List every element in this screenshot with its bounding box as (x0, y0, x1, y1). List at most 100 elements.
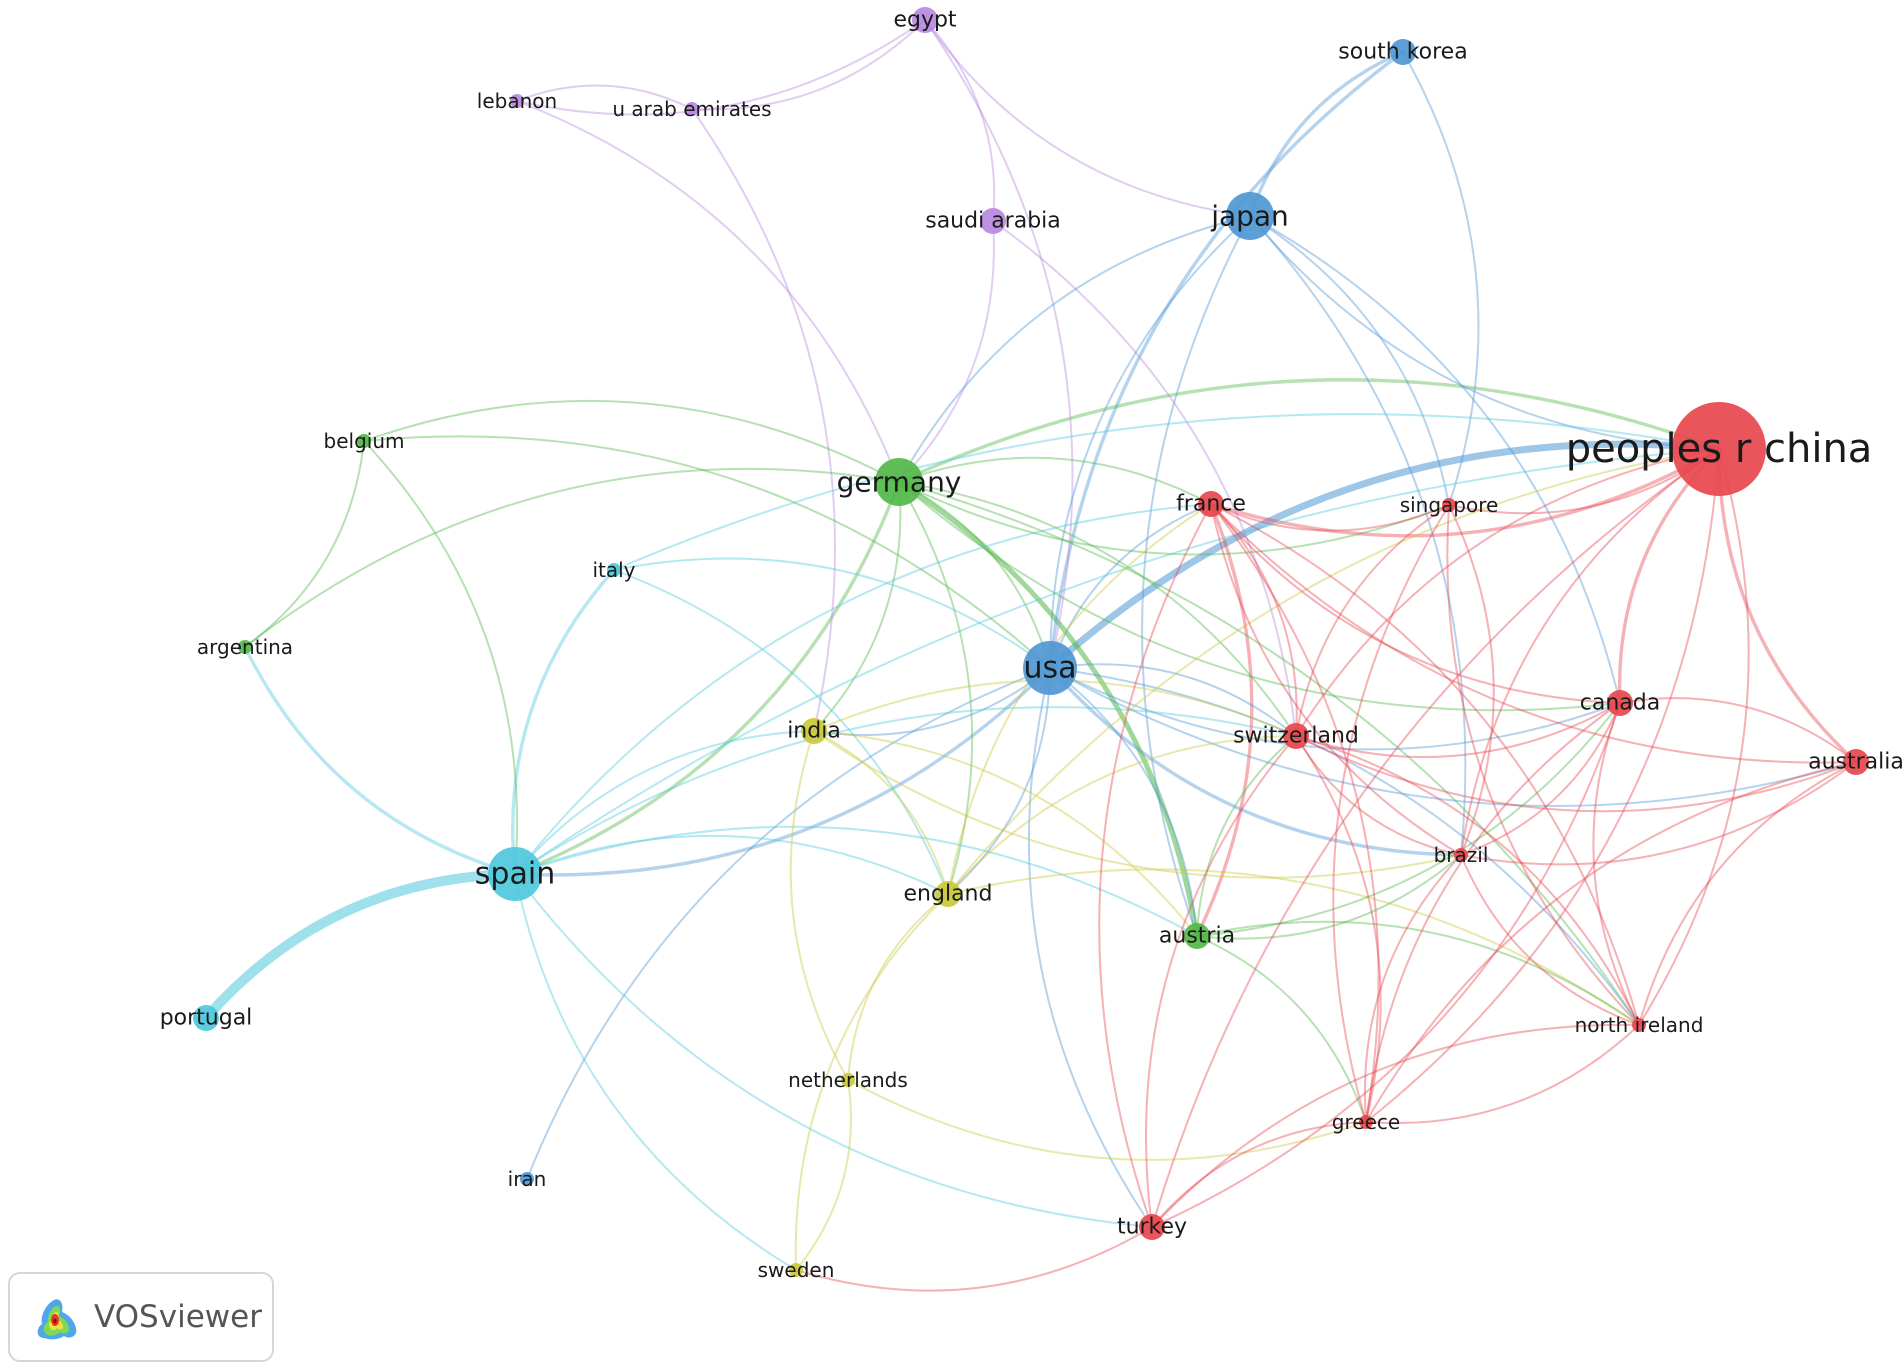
link-usa-australia (1049, 667, 1857, 807)
label-france: france (1176, 492, 1246, 517)
node-north-ireland[interactable] (1632, 1018, 1646, 1032)
node-france[interactable] (1198, 491, 1224, 517)
link-england-netherlands (847, 893, 949, 1081)
link-singapore-greece (1332, 504, 1450, 1123)
node-japan[interactable] (1226, 192, 1274, 240)
link-germany-peoples_r_china (897, 378, 1721, 484)
link-usa-brazil (1048, 666, 1463, 857)
link-france-singapore (1210, 503, 1450, 532)
link-south_korea-singapore (1402, 51, 1480, 506)
node-greece[interactable] (1359, 1115, 1373, 1129)
link-italy-peoples_r_china (613, 413, 1720, 571)
link-belgium-argentina (244, 440, 365, 648)
link-greece-turkey (1151, 1121, 1367, 1228)
vosviewer-badge: VOSviewer (8, 1272, 274, 1362)
link-usa-iran (526, 667, 1051, 1180)
link-belgium-usa (363, 435, 1051, 669)
node-india[interactable] (801, 718, 827, 744)
node-sweden[interactable] (789, 1263, 803, 1277)
link-singapore-brazil (1448, 504, 1495, 856)
node-portugal[interactable] (193, 1005, 219, 1031)
node-netherlands[interactable] (841, 1073, 855, 1087)
label-australia: australia (1808, 750, 1902, 775)
node-singapore[interactable] (1442, 498, 1456, 512)
link-belgium-germany (363, 399, 900, 483)
link-usa-north_ireland (1049, 667, 1640, 1026)
link-germany-spain (513, 480, 901, 876)
node-iran[interactable] (520, 1172, 534, 1186)
link-japan-germany (898, 215, 1251, 483)
link-austria-north_ireland (1196, 920, 1640, 1026)
link-canada-greece (1365, 702, 1621, 1123)
link-austria-brazil (1196, 854, 1462, 940)
link-lebanon-u_arab_emirates (516, 84, 693, 110)
node-brazil[interactable] (1454, 848, 1468, 862)
label-canada: canada (1580, 691, 1660, 716)
node-switzerland[interactable] (1283, 723, 1309, 749)
node-australia[interactable] (1843, 749, 1869, 775)
link-south_korea-usa (1048, 50, 1405, 670)
link-peoples_r_china-brazil (1460, 448, 1720, 856)
link-austria-canada (1196, 702, 1621, 937)
link-brazil-north_ireland (1460, 854, 1640, 1026)
node-lebanon[interactable] (510, 94, 524, 108)
link-north_ireland-greece (1365, 1024, 1640, 1125)
labels-layer: peoples r chinausaspainjapangermanysouth… (160, 8, 1902, 1283)
link-france-austria (1195, 502, 1254, 938)
label-austria: austria (1159, 924, 1235, 949)
link-switzerland-peoples_r_china (1295, 448, 1720, 737)
link-france-greece (1210, 503, 1380, 1123)
node-south-korea[interactable] (1390, 39, 1416, 65)
link-germany-usa (898, 481, 1051, 669)
node-england[interactable] (935, 881, 961, 907)
node-belgium[interactable] (357, 434, 371, 448)
node-peoples-r-china[interactable] (1672, 402, 1766, 496)
label-iran: iran (508, 1167, 547, 1191)
link-switzerland-australia (1295, 735, 1857, 813)
link-netherlands-sweden (795, 1079, 852, 1271)
label-peoples-r-china: peoples r china (1566, 426, 1873, 472)
link-usa-canada (1049, 667, 1621, 751)
link-austria-greece (1196, 935, 1367, 1123)
label-sweden: sweden (758, 1258, 835, 1282)
link-peoples_r_china-north_ireland (1638, 448, 1750, 1026)
node-spain[interactable] (488, 847, 542, 901)
node-austria[interactable] (1184, 923, 1210, 949)
label-singapore: singapore (1400, 493, 1499, 517)
link-germany-england (898, 481, 974, 895)
link-england-switzerland (947, 735, 1297, 895)
link-japan-canada (1249, 215, 1621, 704)
link-switzerland-greece (1295, 735, 1382, 1123)
label-italy: italy (592, 558, 635, 582)
node-saudi-arabia[interactable] (980, 208, 1006, 234)
link-singapore-switzerland (1295, 504, 1450, 737)
link-egypt-usa (924, 19, 1074, 669)
link-switzerland-north_ireland (1295, 735, 1640, 1026)
node-turkey[interactable] (1139, 1214, 1165, 1240)
node-italy[interactable] (607, 563, 621, 577)
link-switzerland-canada (1295, 702, 1621, 759)
link-england-sweden (794, 893, 949, 1271)
node-egypt[interactable] (912, 7, 938, 33)
node-germany[interactable] (875, 458, 923, 506)
link-france-north_ireland (1210, 503, 1640, 1026)
link-canada-australia (1619, 697, 1857, 763)
link-japan-brazil (1249, 215, 1467, 856)
label-japan: japan (1210, 200, 1289, 233)
link-japan-south_korea (1248, 50, 1405, 218)
link-saudi_arabia-switzerland (992, 220, 1297, 737)
link-belgium-spain (363, 440, 518, 875)
node-canada[interactable] (1607, 690, 1633, 716)
link-germany-france (898, 456, 1212, 505)
node-u-arab-emirates[interactable] (685, 102, 699, 116)
link-italy-england (613, 569, 949, 895)
link-japan-singapore (1249, 215, 1450, 506)
link-turkey-sweden (795, 1226, 1153, 1292)
link-usa-france (1049, 503, 1212, 669)
node-argentina[interactable] (238, 640, 252, 654)
label-turkey: turkey (1117, 1215, 1187, 1240)
link-england-north_ireland (947, 868, 1640, 1026)
link-germany-india (813, 481, 902, 732)
node-usa[interactable] (1023, 641, 1077, 695)
